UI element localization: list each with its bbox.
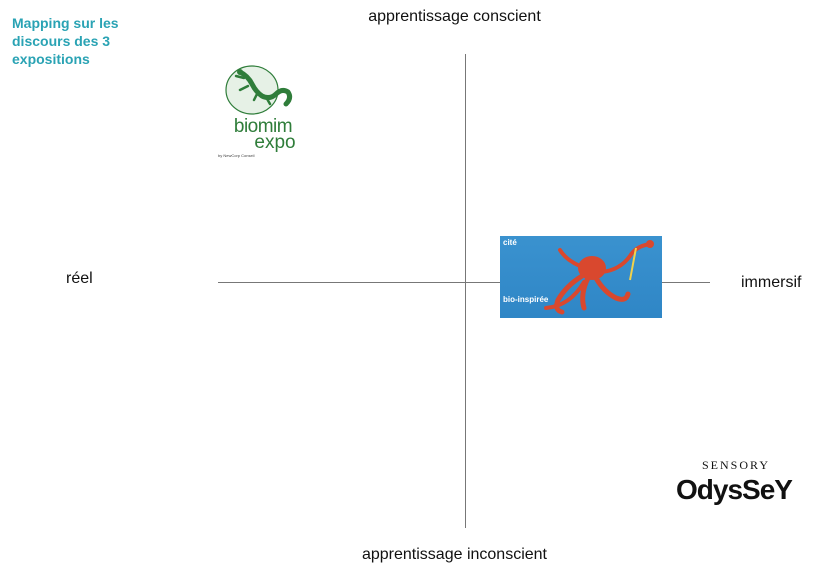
octopus-icon: [544, 240, 654, 315]
axis-label-left: réel: [66, 270, 93, 287]
horizontal-axis: [218, 282, 710, 283]
biomim-logo-text: biomim: [233, 116, 293, 137]
cite-bio-inspiree-image: cité bio-inspirée: [500, 236, 662, 318]
sensory-logo-text: SENSORY: [702, 458, 771, 472]
salamander-icon: [225, 65, 293, 115]
bio-inspiree-logo-text: bio-inspirée: [503, 295, 549, 304]
axis-label-top: apprentissage conscient: [368, 8, 541, 25]
vertical-axis: [465, 54, 466, 528]
expo-logo-text: expo: [254, 132, 296, 153]
cite-logo-text: cité: [503, 238, 517, 247]
axis-label-right: immersif: [741, 274, 802, 291]
sensory-odyssey-logo: SENSORY OdysSeY: [676, 456, 793, 510]
slide-title: Mapping sur les discours des 3 expositio…: [12, 15, 119, 67]
biomim-byline: by NewCorp Conseil: [218, 153, 255, 158]
axis-label-bottom: apprentissage inconscient: [361, 546, 547, 563]
biomim-expo-logo: biomim expo by NewCorp Conseil: [218, 64, 308, 168]
odyssey-logo-text: OdysSeY: [676, 474, 793, 505]
